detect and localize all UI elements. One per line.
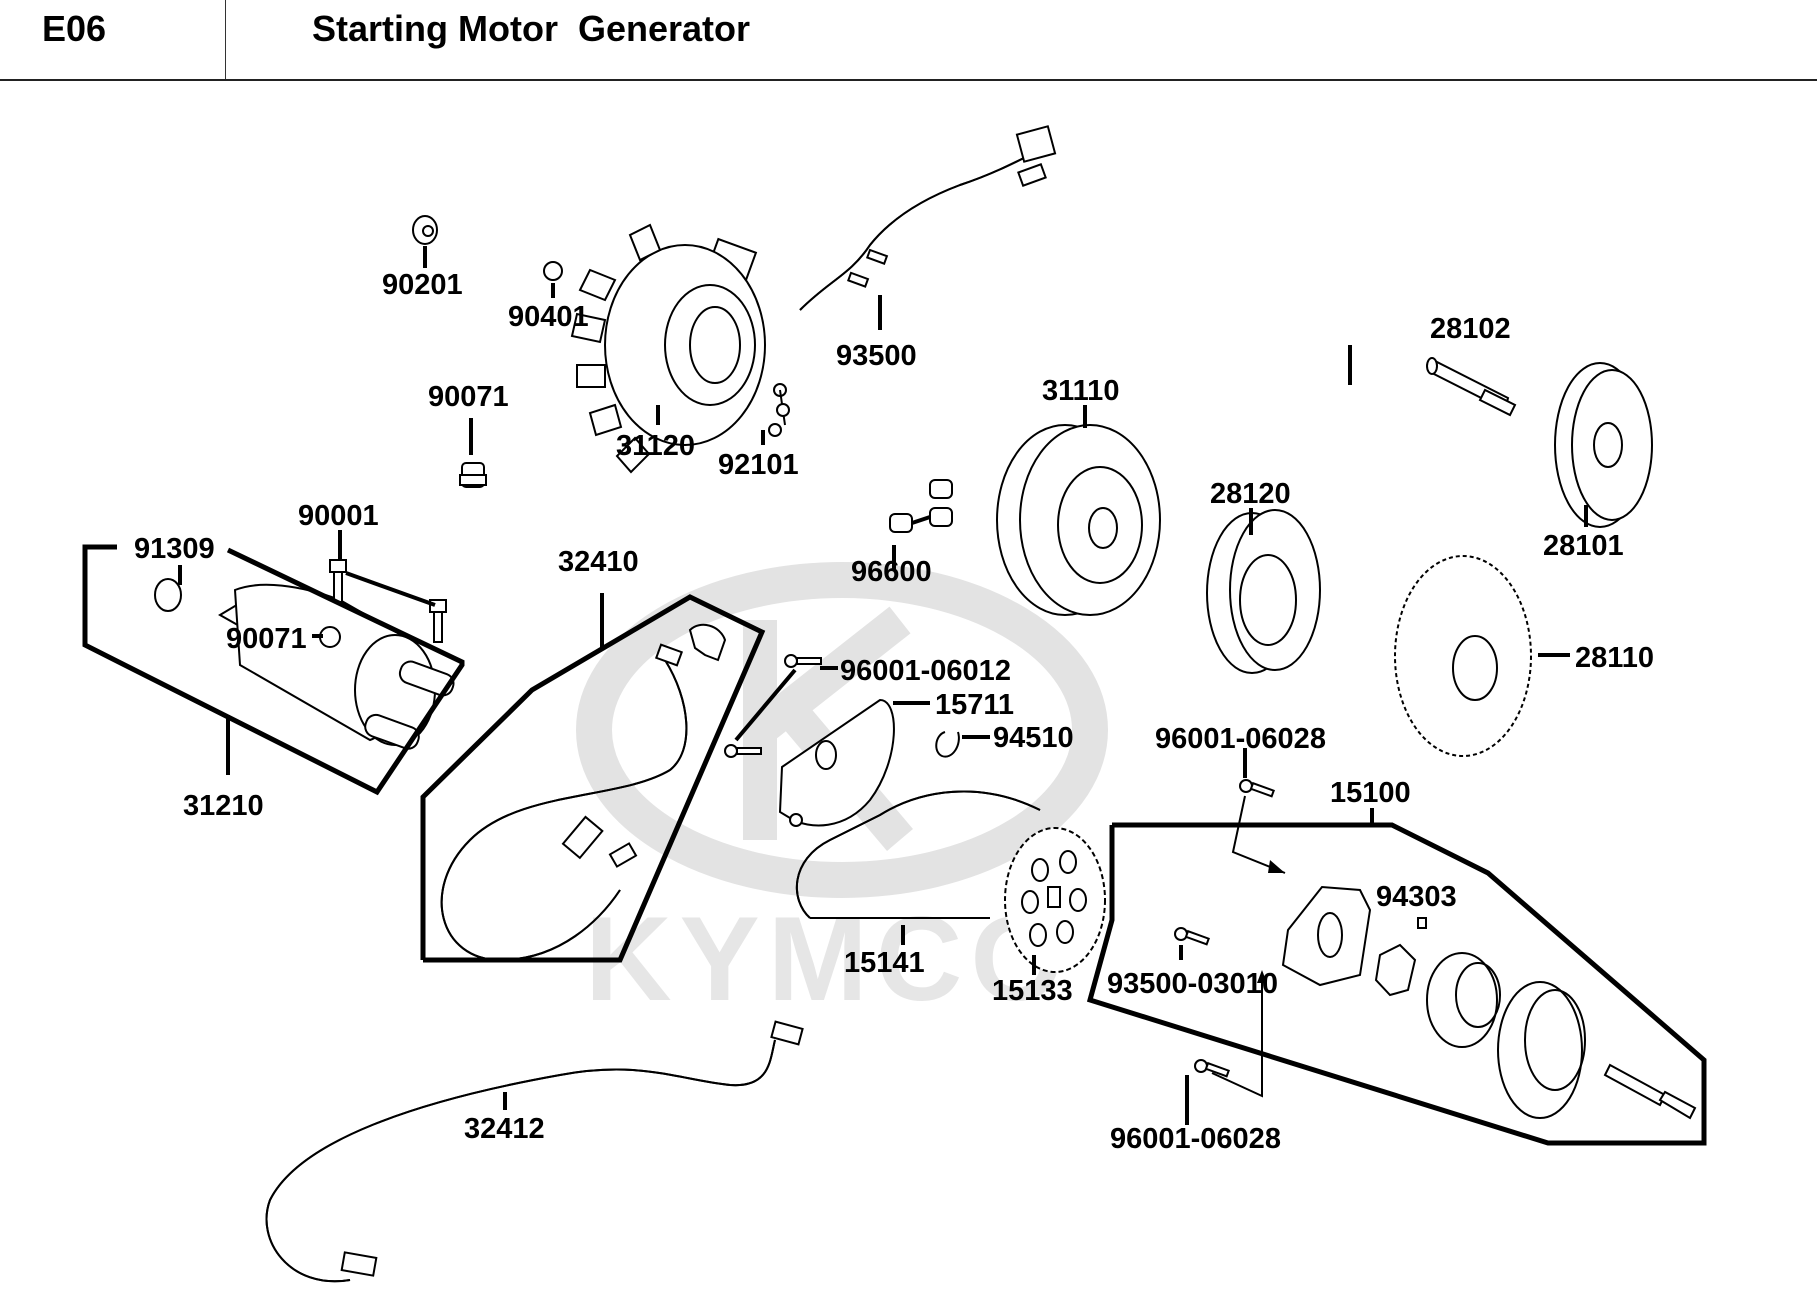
part-label-96001-06012[interactable]: 96001-06012 [840, 655, 1011, 687]
part-label-15711[interactable]: 15711 [935, 689, 1014, 721]
idle-gear-drawing [1426, 357, 1653, 528]
starter-clutch-drawing [1206, 509, 1321, 674]
part-label-28120[interactable]: 28120 [1210, 478, 1291, 510]
page-header: E06 Starting Motor Generator [0, 0, 1817, 81]
part-label-15141[interactable]: 15141 [844, 947, 925, 979]
part-label-15133[interactable]: 15133 [992, 975, 1073, 1007]
oil-pump-group-box [1086, 822, 1707, 1146]
driven-gear-drawing [1394, 555, 1532, 757]
part-label-92101[interactable]: 92101 [718, 449, 799, 481]
part-label-15100[interactable]: 15100 [1330, 777, 1411, 809]
part-label-96001-06028-top[interactable]: 96001-06028 [1155, 723, 1326, 755]
starting-motor-group-box [82, 544, 465, 796]
part-label-90001[interactable]: 90001 [298, 500, 379, 532]
part-label-93500[interactable]: 93500 [836, 340, 917, 372]
part-label-90401[interactable]: 90401 [508, 301, 589, 333]
chain-sprocket-drawing [796, 790, 1106, 973]
part-label-90201[interactable]: 90201 [382, 269, 463, 301]
watermark-text: KYMCO [585, 892, 1072, 1026]
starter-cable-drawing [440, 623, 727, 962]
part-label-94510[interactable]: 94510 [993, 722, 1074, 754]
part-label-94303[interactable]: 94303 [1376, 881, 1457, 913]
flywheel-drawing [996, 424, 1161, 616]
part-label-32410[interactable]: 32410 [558, 546, 639, 578]
part-label-96001-06028-bottom[interactable]: 96001-06028 [1110, 1123, 1281, 1155]
page-title: Starting Motor Generator [312, 8, 751, 49]
part-label-31110[interactable]: 31110 [1042, 375, 1119, 407]
part-labels: 90201 90401 90071 31120 92101 93500 3111… [134, 269, 1654, 1155]
part-label-31210[interactable]: 31210 [183, 790, 264, 822]
part-label-90071-starter[interactable]: 90071 [226, 623, 307, 655]
header-divider [225, 0, 226, 79]
starter-cable-group-box [420, 594, 766, 963]
part-label-31120[interactable]: 31120 [616, 430, 695, 462]
part-label-93500-03010[interactable]: 93500-03010 [1107, 968, 1278, 1000]
leader-lines [178, 246, 1588, 1125]
part-label-32412[interactable]: 32412 [464, 1113, 545, 1145]
part-label-96600[interactable]: 96600 [851, 556, 932, 588]
chain-guide-drawing [724, 654, 960, 827]
part-label-91309[interactable]: 91309 [134, 533, 215, 565]
fastener-drawings [412, 215, 953, 533]
oil-pump-drawing [1174, 779, 1697, 1120]
part-label-90071[interactable]: 90071 [428, 381, 509, 413]
stator-drawing [570, 125, 1057, 474]
starting-motor-drawing [154, 559, 455, 750]
part-label-28110[interactable]: 28110 [1575, 642, 1654, 674]
part-label-28102[interactable]: 28102 [1430, 313, 1511, 345]
ground-cable-drawing [265, 1020, 804, 1283]
part-label-28101[interactable]: 28101 [1543, 530, 1624, 562]
watermark-logo-ring [576, 562, 1108, 898]
section-code: E06 [42, 8, 107, 49]
